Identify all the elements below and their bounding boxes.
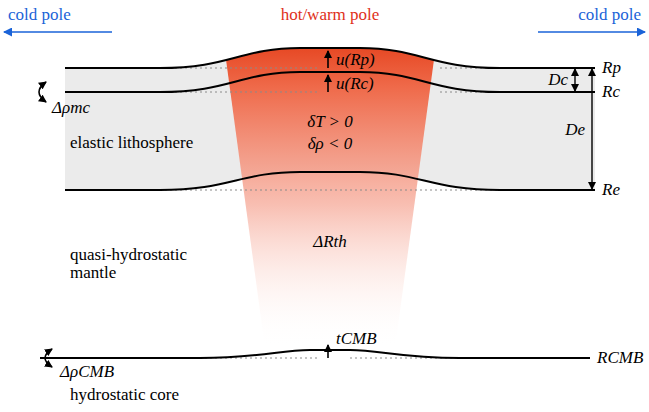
thickness-label: Dc [548,71,568,89]
density-jump-label: ΔρCMB [60,363,114,381]
radius-label: Rc [602,83,620,101]
anomaly-label: δT > 0 [307,113,353,131]
layer-label: elastic lithosphere [70,134,193,152]
cmb-topography-label: tCMB [336,330,377,348]
thickness-label: De [565,121,585,139]
anomaly-label: δρ < 0 [308,135,353,153]
topography-label: ΔRth [313,233,347,251]
radius-label: RCMB [597,349,643,367]
displacement-label: u(Rc) [336,75,374,93]
layer-label: quasi-hydrostatic mantle [70,246,220,282]
density-jump-label: Δρmc [52,99,90,117]
radius-label: Rp [602,59,621,77]
interfaces [40,48,595,358]
pole-arrows [4,31,645,33]
displacement-arrows [327,51,329,358]
pole-label: cold pole [578,6,641,24]
reference-lines [160,68,500,358]
density-jump-arrows [39,82,52,367]
displacement-label: u(Rp) [336,51,375,69]
pole-label: hot/warm pole [281,6,380,24]
radius-label: Re [602,181,620,199]
layer-label: hydrostatic core [70,386,179,404]
pole-label: cold pole [8,6,71,24]
